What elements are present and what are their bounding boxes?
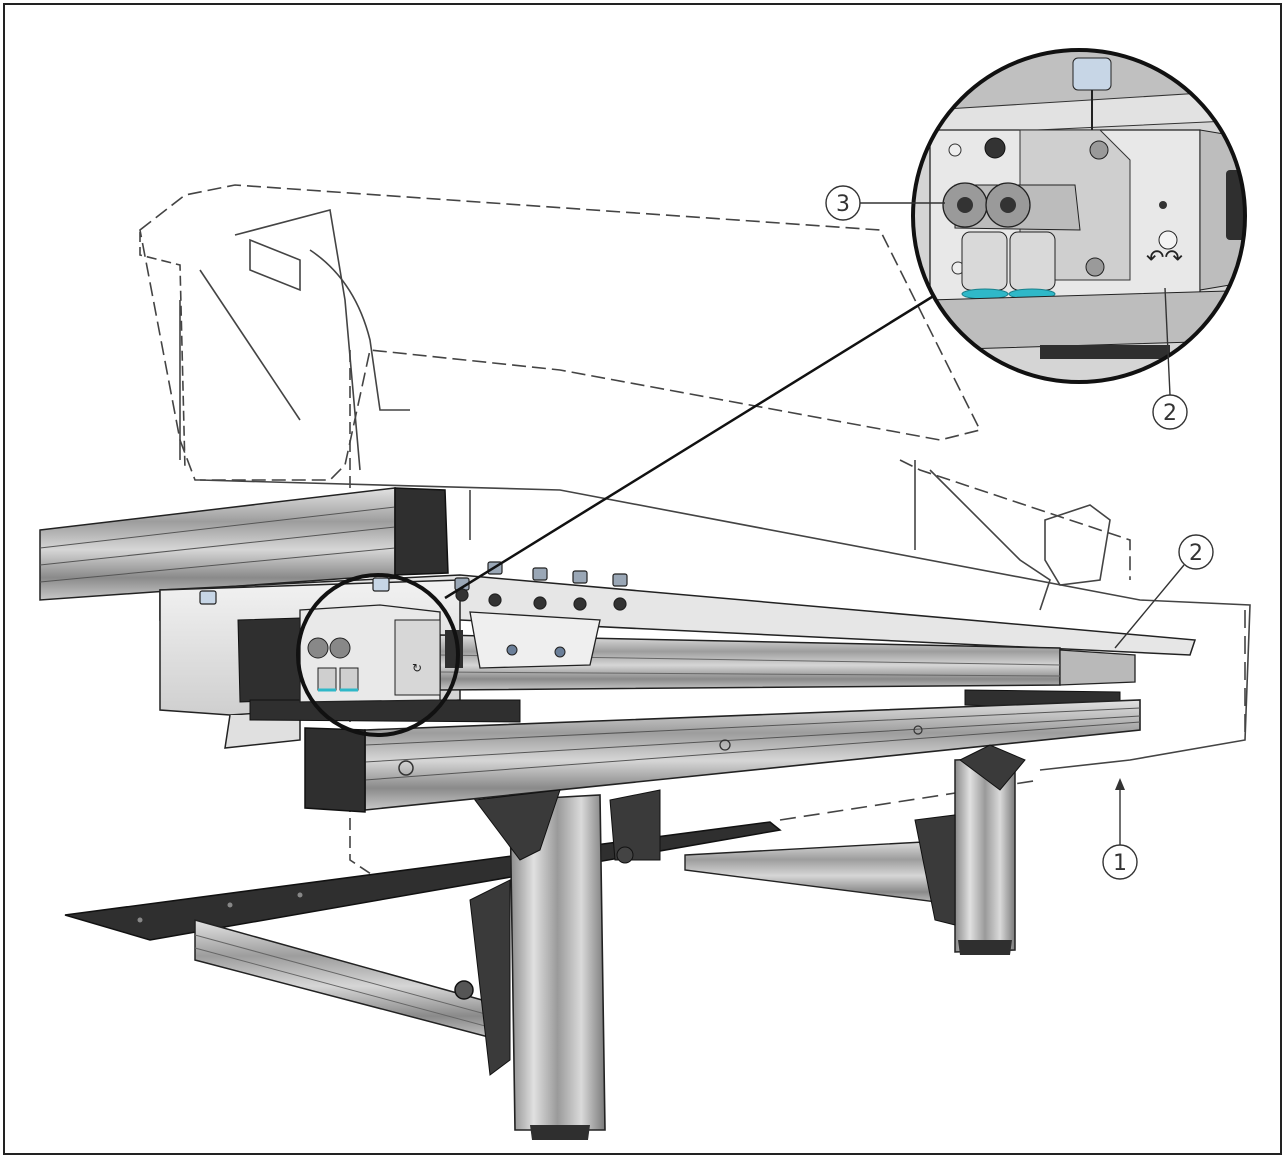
detail-leader-line bbox=[444, 290, 941, 600]
adjust-arrows-icon: ↶↷ bbox=[1146, 246, 1183, 271]
callout-3-label: 3 bbox=[836, 192, 850, 217]
front-leg bbox=[194, 789, 661, 1140]
callout-2-detail-label: 2 bbox=[1163, 401, 1177, 426]
adjust-unit: ↻ bbox=[299, 604, 463, 703]
callout-2-main: 2 bbox=[1114, 534, 1214, 649]
adjust-arrows-icon: ↻ bbox=[412, 661, 422, 675]
callout-2-detail: 2 bbox=[1152, 287, 1188, 430]
floor-bar bbox=[64, 821, 782, 941]
phantom-guard bbox=[139, 184, 1251, 881]
detail-view: ↶↷ bbox=[913, 50, 1245, 382]
magnify-circle-icon bbox=[296, 573, 460, 737]
callout-1-label: 1 bbox=[1113, 851, 1127, 876]
callout-3: 3 bbox=[825, 185, 945, 221]
upper-profile bbox=[39, 487, 449, 601]
main-crossbeam bbox=[304, 699, 1141, 813]
callout-2-main-label: 2 bbox=[1189, 541, 1203, 566]
callout-1: 1 bbox=[1102, 778, 1138, 880]
detail-circle-border bbox=[911, 48, 1247, 384]
right-leg bbox=[684, 744, 1026, 955]
